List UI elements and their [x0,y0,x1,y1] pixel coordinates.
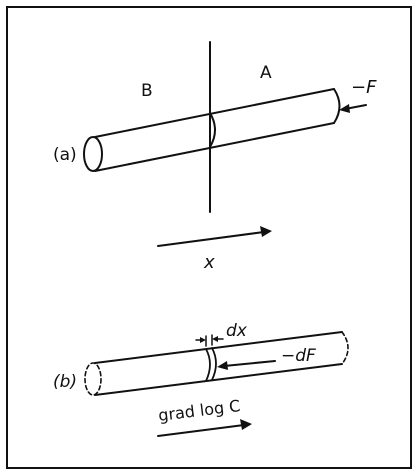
x-axis-label: x [203,252,215,273]
force-label: −F [351,77,377,98]
cylinder-b [84,331,349,396]
force-arrow [339,104,367,113]
dF-arrow [217,360,276,370]
region-label-a: A [260,63,272,83]
panel-label-b: (b) [53,372,77,392]
figure-border [6,6,412,469]
part-b: (b) dx −dF grad log C [53,321,349,437]
panel-label-a: (a) [53,145,77,165]
gradient-label: grad log C [157,396,241,425]
x-direction-arrow [157,226,272,247]
dx-indicator [195,334,224,347]
dF-label: −dF [281,346,316,366]
dx-label: dx [226,321,248,341]
cylinder-a [83,88,341,172]
part-a: (a) B A −F x [53,41,377,273]
region-label-b: B [141,81,153,101]
gradient-arrow [157,419,252,437]
